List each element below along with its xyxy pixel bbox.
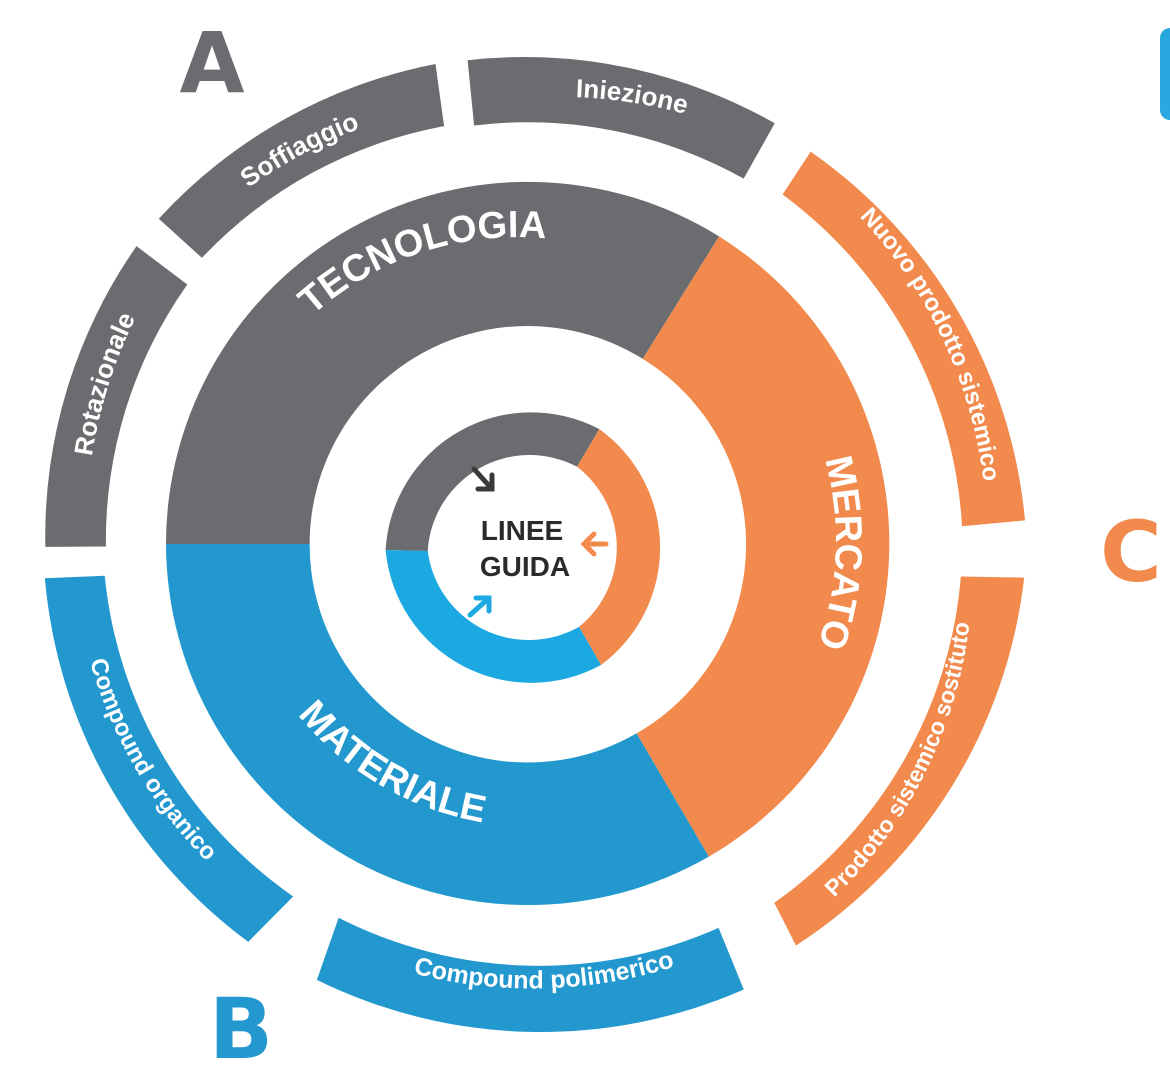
sector-materiale xyxy=(166,544,709,906)
inner-orange-ring xyxy=(577,429,661,665)
arc-compound-polimerico xyxy=(316,917,744,1033)
center-line1: LINEE xyxy=(481,515,563,546)
sector-tecnologia xyxy=(165,181,720,544)
arrow-blue-icon xyxy=(467,595,492,618)
inner-blue-ring xyxy=(385,550,601,683)
arc-iniezione xyxy=(467,57,775,179)
inner-gray-ring xyxy=(385,412,600,551)
letter-b: B xyxy=(209,980,273,1068)
arc-prodotto-sostituto xyxy=(774,576,1025,946)
arrow-gray-icon xyxy=(471,466,495,492)
sector-mercato xyxy=(636,236,890,857)
arc-nuovo-prodotto xyxy=(782,151,1025,527)
arc-compound-organico xyxy=(44,575,294,942)
arrow-orange-icon xyxy=(580,531,609,557)
arc-soffiaggio xyxy=(158,63,445,258)
letter-c: C xyxy=(1100,503,1162,601)
center-line2: GUIDA xyxy=(480,551,570,582)
arc-rotazionale xyxy=(45,246,188,547)
corner-tab xyxy=(1160,28,1170,120)
letter-a: A xyxy=(179,14,244,112)
